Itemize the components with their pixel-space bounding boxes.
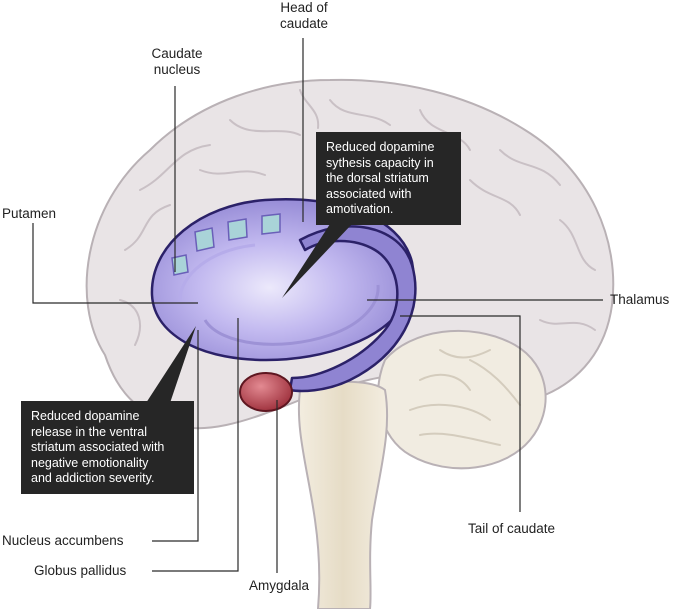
label-caudate-nucleus: Caudate nucleus bbox=[151, 46, 203, 77]
label-putamen: Putamen bbox=[2, 206, 57, 221]
label-globus-pallidus: Globus pallidus bbox=[34, 563, 127, 578]
ventral-callout-pointer bbox=[146, 326, 196, 403]
callout-line: sythesis capacity in bbox=[326, 155, 434, 170]
callout-line: Reduced dopamine bbox=[326, 140, 435, 154]
label-nucleus-accumbens: Nucleus accumbens bbox=[2, 533, 124, 548]
brainstem bbox=[297, 380, 389, 610]
callout-line: and addiction severity. bbox=[31, 471, 155, 485]
striatum-inner-contour-2 bbox=[178, 243, 256, 301]
cerebellum bbox=[377, 329, 547, 470]
label-thalamus: Thalamus bbox=[610, 292, 670, 307]
amygdala bbox=[239, 372, 293, 412]
callout-line: the dorsal striatum bbox=[326, 171, 429, 185]
label-tail-of-caudate: Tail of caudate bbox=[468, 521, 556, 536]
label-amygdala: Amygdala bbox=[249, 578, 310, 593]
dorsal-striatum-callout: Reduced dopamine sythesis capacity in th… bbox=[316, 132, 461, 225]
dorsal-callout-pointer bbox=[282, 224, 352, 298]
label-head-of-caudate: Head of caudate bbox=[279, 0, 329, 31]
cerebellum-folia bbox=[409, 349, 521, 446]
striatum-inner-contour bbox=[203, 284, 380, 346]
leader-lines bbox=[32, 38, 603, 573]
callout-line: Reduced dopamine bbox=[31, 409, 140, 423]
callout-line: striatum associated with bbox=[31, 440, 165, 454]
callout-line: release in the ventral bbox=[31, 424, 148, 439]
callout-line: associated with bbox=[326, 186, 412, 201]
callout-line: amotivation. bbox=[326, 202, 394, 216]
ventral-striatum-callout: Reduced dopamine release in the ventral … bbox=[21, 401, 194, 494]
caudate-putamen-bridges bbox=[171, 213, 281, 276]
callout-line: negative emotionality bbox=[31, 455, 149, 470]
